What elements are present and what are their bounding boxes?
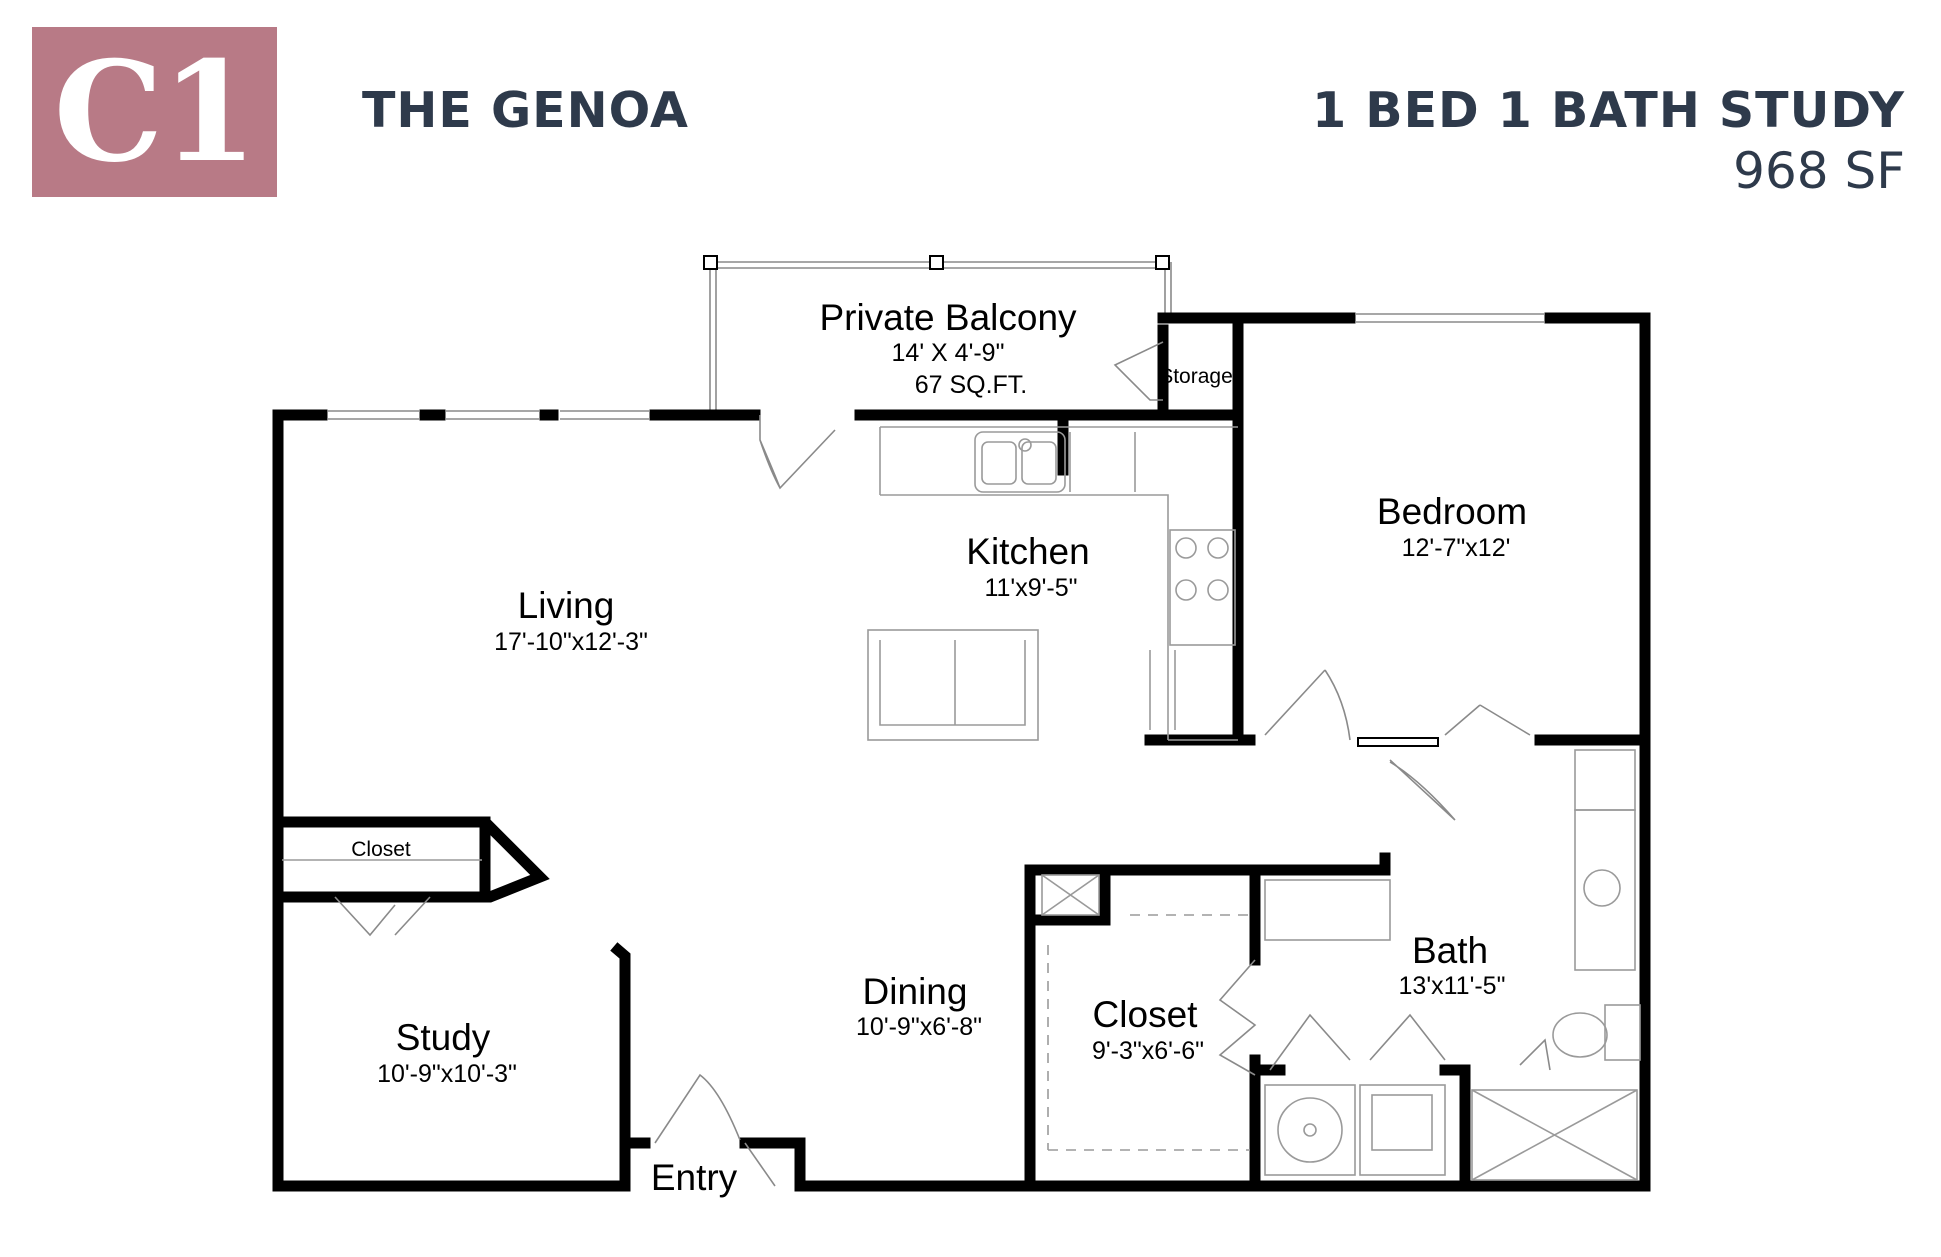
storage-label: Storage — [1159, 365, 1233, 388]
entry-label: Entry — [651, 1157, 738, 1198]
plan-name: THE GENOA — [362, 82, 689, 139]
plan-code-badge: C1 — [32, 27, 277, 197]
walk-in-closet-dims: 9'-3"x6'-6" — [1092, 1037, 1204, 1065]
study-closet-label: Closet — [351, 838, 411, 861]
study-dims: 10'-9"x10'-3" — [377, 1060, 517, 1088]
windows — [328, 313, 1545, 420]
bedroom-label: Bedroom — [1377, 491, 1527, 532]
room-labels: Private Balcony 14' X 4'-9" 67 SQ.FT. St… — [351, 297, 1527, 1198]
kitchen-label: Kitchen — [966, 531, 1089, 572]
unit-type: 1 BED 1 BATH STUDY — [1312, 82, 1905, 139]
laundry-fixtures — [1264, 1084, 1446, 1176]
bath-fixtures — [1264, 749, 1641, 1181]
doors — [334, 341, 1551, 1187]
dining-label: Dining — [863, 971, 968, 1012]
bedroom-dims: 12'-7"x12' — [1402, 534, 1511, 562]
living-label: Living — [518, 585, 615, 626]
study-label: Study — [396, 1017, 491, 1058]
exterior-walls — [272, 312, 1651, 1192]
kitchen-fixtures — [867, 426, 1238, 741]
living-dims: 17'-10"x12'-3" — [494, 628, 648, 656]
kitchen-dims: 11'x9'-5" — [984, 574, 1077, 602]
balcony-area: 67 SQ.FT. — [915, 371, 1028, 399]
bedroom-closet-rod — [1357, 737, 1439, 747]
plan-code: C1 — [53, 30, 258, 193]
unit-area: 968 SF — [1733, 142, 1905, 200]
closet-shelving — [282, 859, 1250, 1151]
balcony-railing — [703, 255, 1172, 413]
bath-dims: 13'x11'-5" — [1399, 972, 1506, 1000]
bath-label: Bath — [1412, 930, 1488, 971]
balcony-dims: 14' X 4'-9" — [892, 339, 1005, 367]
dining-dims: 10'-9"x6'-8" — [856, 1013, 982, 1041]
balcony-label: Private Balcony — [819, 297, 1077, 338]
walk-in-closet-label: Closet — [1093, 994, 1199, 1035]
